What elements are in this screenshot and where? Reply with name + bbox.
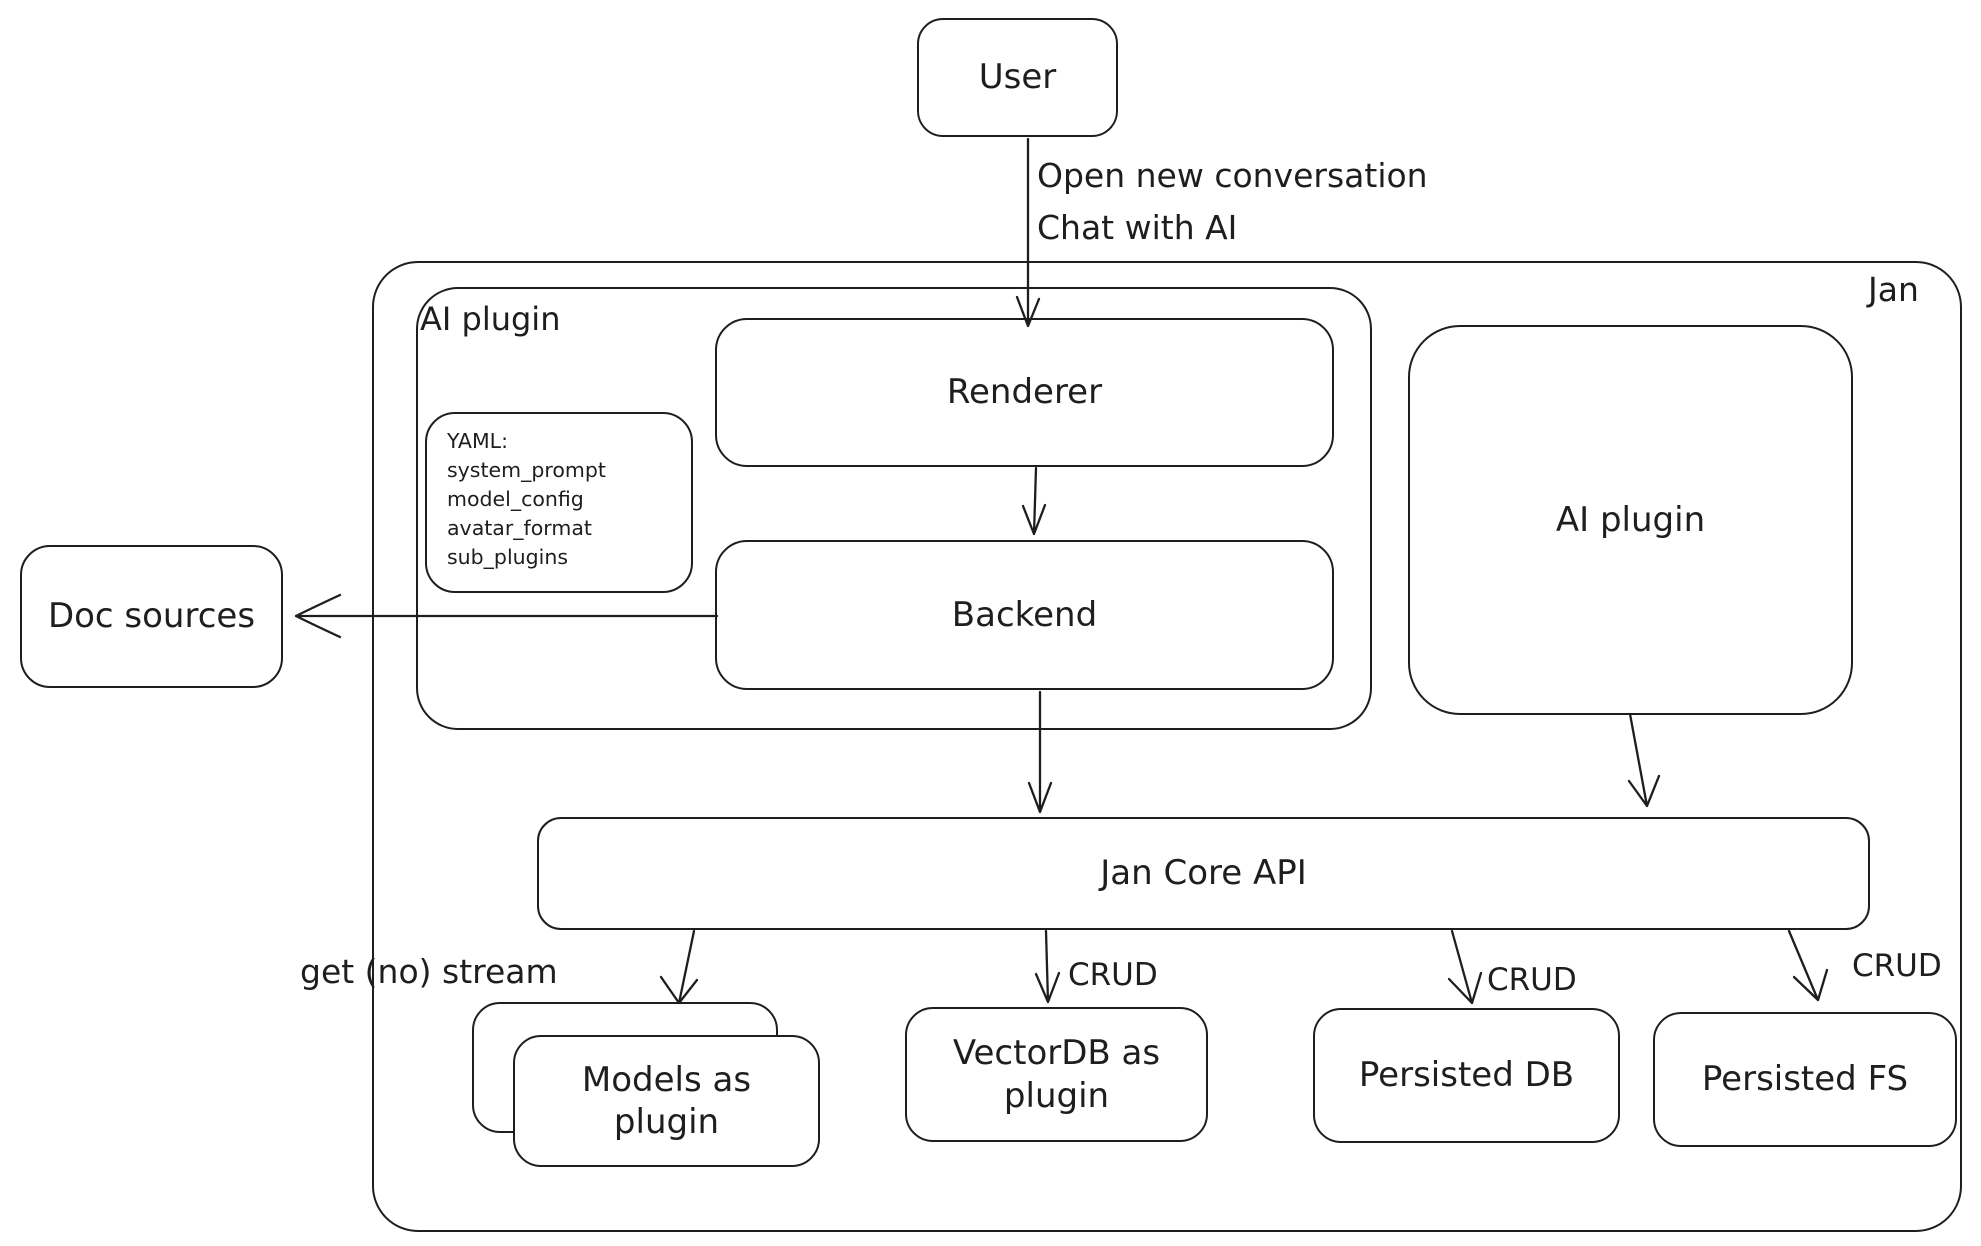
crud-persisted-fs-edge-label: CRUD — [1852, 948, 1942, 984]
crud-persisted-db-edge-label: CRUD — [1487, 962, 1577, 998]
jan-container-label: Jan — [1868, 270, 1919, 309]
yaml-note-line: model_config — [447, 487, 584, 512]
renderer-node-label: Renderer — [946, 372, 1103, 413]
doc-sources-node: Doc sources — [20, 545, 283, 688]
persisted-db-node-label: Persisted DB — [1358, 1055, 1575, 1096]
renderer-node: Renderer — [715, 318, 1334, 467]
yaml-note-line: avatar_format — [447, 516, 592, 541]
user-flow-edge-label: Open new conversation Chat with AI — [1037, 150, 1428, 254]
persisted-db-node: Persisted DB — [1313, 1008, 1620, 1143]
yaml-note-line: system_prompt — [447, 458, 606, 483]
models-plugin-node-label: Models as plugin — [581, 1059, 752, 1143]
jan-core-api-node: Jan Core API — [537, 817, 1870, 930]
ai-plugin-left-label: AI plugin — [420, 300, 561, 338]
user-node: User — [917, 18, 1118, 137]
ai-plugin-right-node-label: AI plugin — [1555, 499, 1706, 540]
get-no-stream-edge-label: get (no) stream — [300, 952, 558, 991]
yaml-note: YAML: system_prompt model_config avatar_… — [425, 412, 693, 593]
jan-container-box — [372, 261, 1962, 1232]
models-plugin-node: Models as plugin — [513, 1035, 820, 1167]
persisted-fs-node: Persisted FS — [1653, 1012, 1957, 1147]
yaml-note-line: sub_plugins — [447, 545, 569, 570]
yaml-note-line: YAML: — [447, 429, 508, 453]
user-node-label: User — [978, 57, 1057, 98]
doc-sources-node-label: Doc sources — [47, 596, 256, 637]
vectordb-plugin-node: VectorDB as plugin — [905, 1007, 1208, 1142]
ai-plugin-right-node: AI plugin — [1408, 325, 1853, 715]
backend-node: Backend — [715, 540, 1334, 690]
backend-node-label: Backend — [951, 594, 1098, 635]
persisted-fs-node-label: Persisted FS — [1701, 1059, 1909, 1100]
vectordb-plugin-node-label: VectorDB as plugin — [952, 1033, 1161, 1116]
user-flow-edge-label-line2: Chat with AI — [1037, 207, 1238, 247]
crud-vectordb-edge-label: CRUD — [1068, 957, 1158, 993]
user-flow-edge-label-line1: Open new conversation — [1037, 156, 1428, 195]
jan-core-api-node-label: Jan Core API — [1100, 853, 1307, 894]
ai-plugin-left-container-box — [416, 287, 1372, 730]
yaml-note-lines: YAML: system_prompt model_config avatar_… — [427, 414, 606, 573]
